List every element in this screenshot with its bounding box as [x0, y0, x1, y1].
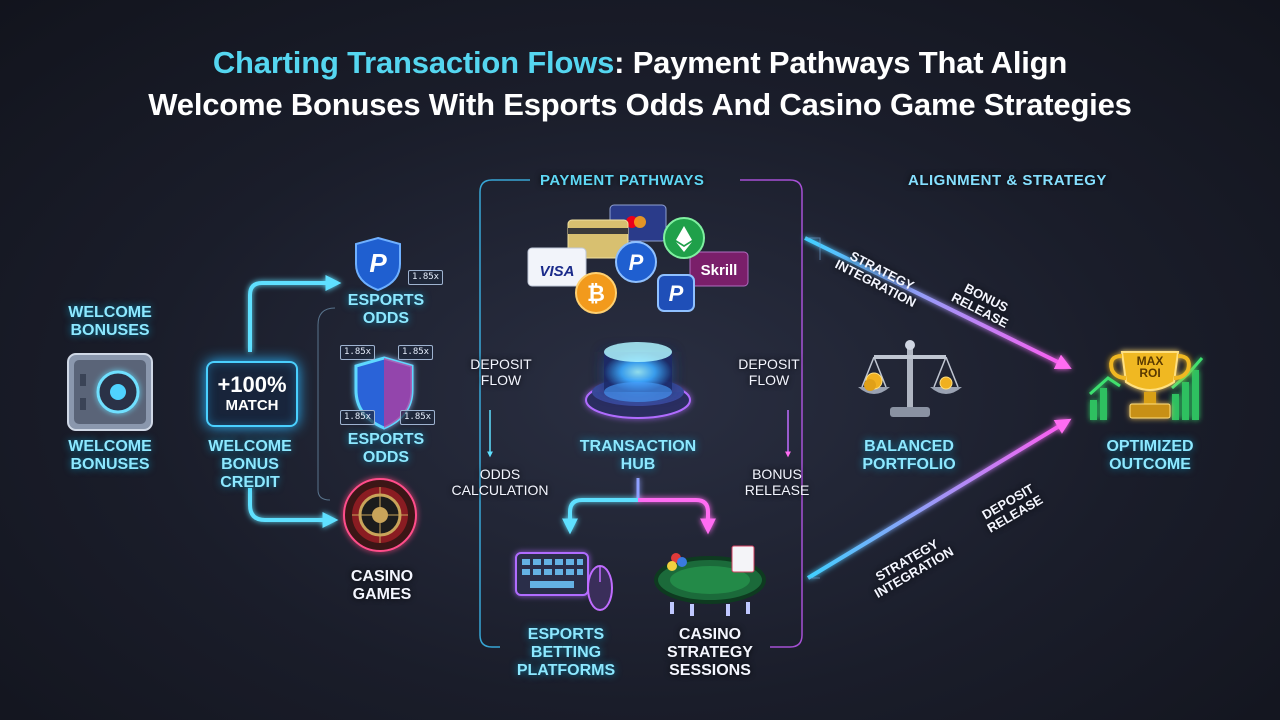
- arrow-diagonal-top: [804, 236, 1072, 369]
- page-title-line1: Charting Transaction Flows: Payment Path…: [0, 42, 1280, 84]
- odds-tag: 1.85x: [400, 410, 436, 425]
- esports-betting-platforms-label: ESPORTS BETTING PLATFORMS: [516, 626, 616, 679]
- casino-strategy-sessions-label: CASINO STRATEGY SESSIONS: [667, 626, 753, 679]
- welcome-bonus-credit-label: WELCOME BONUS CREDIT: [208, 438, 292, 491]
- mouse-icon: [587, 565, 613, 611]
- left-bracket-lines: [317, 307, 336, 501]
- bonus-release-mid-label: BONUS RELEASE: [744, 466, 810, 498]
- match-label: MATCH: [225, 397, 279, 414]
- paypal-icon-2: P: [657, 274, 695, 312]
- bar-chart-icon: [1089, 357, 1204, 420]
- arrow-match-to-esports-top: [248, 275, 342, 352]
- welcome-bonuses-top-label: WELCOME BONUSES: [68, 304, 152, 339]
- arrow-diagonal-bottom: [806, 418, 1072, 580]
- hub-platform-icon: [585, 342, 691, 419]
- transaction-hub-label: TRANSACTION HUB: [579, 438, 697, 473]
- safe-icon: [67, 353, 153, 431]
- welcome-bonuses-bottom-label: WELCOME BONUSES: [68, 438, 152, 473]
- payment-pathways-frame: [479, 179, 803, 648]
- title-rest: : Payment Pathways That Align: [614, 45, 1068, 80]
- credit-cards-icon: VISA Skrill: [527, 204, 749, 287]
- match-bonus-box: +100% MATCH: [206, 361, 298, 427]
- keyboard-icon: [515, 552, 589, 596]
- paypal-icon: P: [615, 241, 657, 283]
- ethereum-icon: [663, 217, 705, 259]
- arrow-hub-branches: [562, 478, 716, 535]
- odds-tag: 1.85x: [340, 345, 376, 360]
- trophy-icon: [1109, 351, 1191, 419]
- optimized-outcome-label: OPTIMIZED OUTCOME: [1106, 438, 1194, 473]
- title-highlight: Charting Transaction Flows: [212, 45, 615, 80]
- section-payment-pathways: PAYMENT PATHWAYS: [540, 172, 705, 189]
- balanced-portfolio-label: BALANCED PORTFOLIO: [862, 438, 956, 473]
- svg-text:P: P: [629, 250, 644, 275]
- arrow-match-to-casino: [248, 488, 339, 528]
- section-alignment-strategy: ALIGNMENT & STRATEGY: [908, 172, 1107, 189]
- scale-icon: [858, 340, 962, 417]
- deposit-flow-left-label: DEPOSIT FLOW: [470, 356, 532, 388]
- match-percent: +100%: [217, 372, 287, 397]
- svg-text:₿: ₿: [587, 281, 605, 306]
- visa-label: VISA: [539, 263, 574, 280]
- odds-tag: 1.85x: [398, 345, 434, 360]
- page-title-line2: Welcome Bonuses With Esports Odds And Ca…: [148, 87, 1132, 122]
- skrill-label: Skrill: [701, 262, 738, 279]
- esports-odds-top-label: ESPORTS ODDS: [347, 292, 425, 327]
- trophy-text: MAX ROI: [1136, 354, 1164, 380]
- casino-games-label: CASINO GAMES: [350, 568, 414, 603]
- odds-tag: 1.85x: [408, 270, 444, 285]
- paypal-shield-icon: P: [355, 236, 401, 292]
- odds-calculation-label: ODDS CALCULATION: [451, 466, 549, 498]
- odds-tag: 1.85x: [340, 410, 376, 425]
- deposit-flow-right-label: DEPOSIT FLOW: [738, 356, 800, 388]
- roulette-icon: [343, 478, 417, 552]
- poker-table-icon: [654, 545, 766, 616]
- svg-text:P: P: [369, 248, 387, 278]
- esports-odds-mid-label: ESPORTS ODDS: [347, 431, 425, 466]
- svg-text:P: P: [669, 281, 684, 306]
- bitcoin-icon: ₿: [575, 272, 617, 314]
